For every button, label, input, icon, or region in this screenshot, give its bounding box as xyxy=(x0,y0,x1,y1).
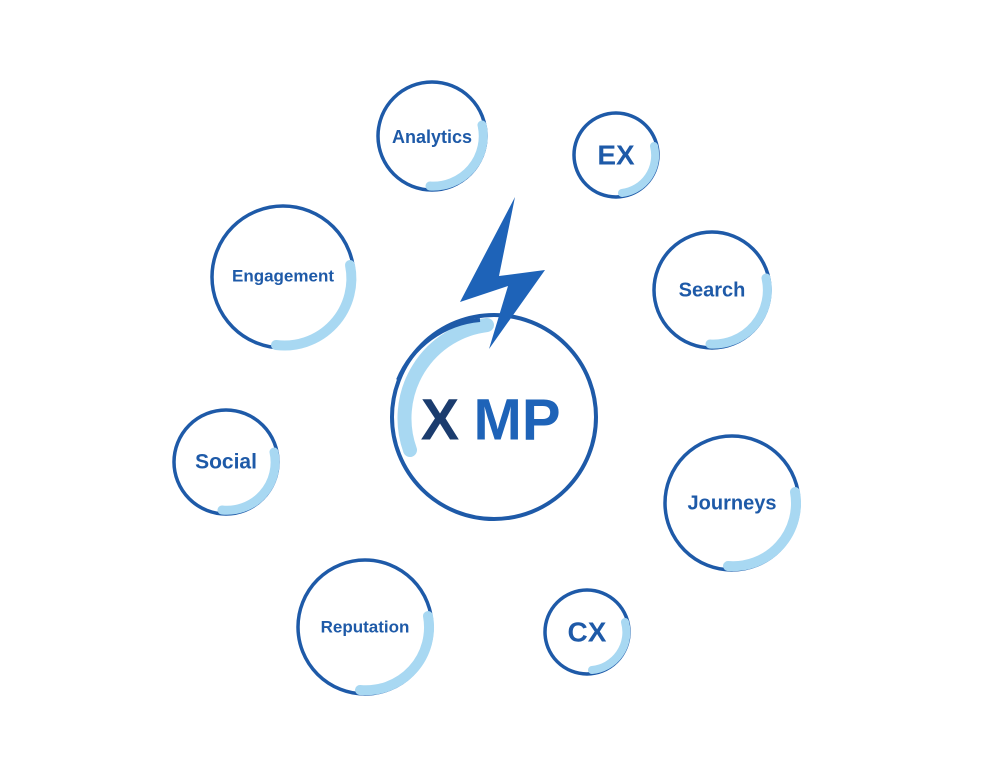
node-social: Social xyxy=(172,408,280,516)
node-reputation: Reputation xyxy=(296,558,434,696)
xmp-logo: X MP xyxy=(421,387,561,452)
node-engagement: Engagement xyxy=(210,204,357,351)
node-journeys: Journeys xyxy=(663,434,801,572)
node-label-reputation: Reputation xyxy=(321,617,410,636)
node-label-analytics: Analytics xyxy=(392,127,472,147)
xmp-logo-x: X xyxy=(421,387,460,452)
node-cx: CX xyxy=(543,588,631,676)
node-label-ex: EX xyxy=(597,139,635,170)
node-analytics: Analytics xyxy=(376,80,488,192)
node-label-journeys: Journeys xyxy=(688,492,777,514)
center-node-xmp xyxy=(390,313,598,521)
node-ex: EX xyxy=(572,111,660,199)
lightning-bolt-icon xyxy=(460,197,545,349)
node-label-search: Search xyxy=(679,279,746,301)
node-label-engagement: Engagement xyxy=(232,266,334,285)
node-search: Search xyxy=(652,230,772,350)
node-label-cx: CX xyxy=(568,616,607,647)
xmp-logo-mp: MP xyxy=(474,387,561,452)
node-label-social: Social xyxy=(195,451,257,474)
